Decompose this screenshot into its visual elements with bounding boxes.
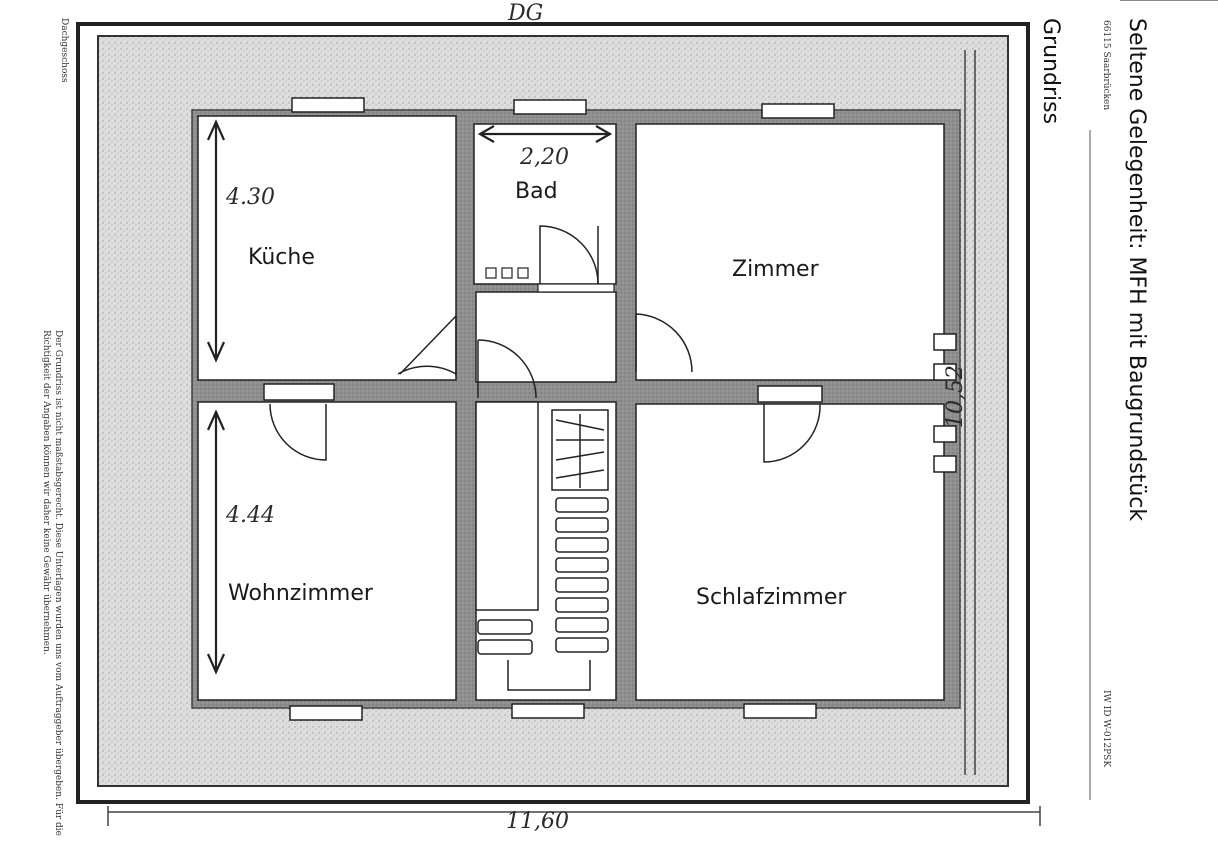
dim-bad: 2,20 (519, 145, 569, 170)
label-wohnzimmer: Wohnzimmer (228, 581, 374, 606)
room-schlafzimmer (635, 403, 945, 701)
label-schlafzimmer: Schlafzimmer (696, 585, 847, 610)
label-kueche: Küche (248, 245, 315, 270)
hallway-upper (475, 291, 617, 383)
window (513, 99, 587, 115)
height-mark: 10,52 (943, 365, 968, 428)
staircase (477, 409, 609, 691)
label-zimmer: Zimmer (732, 257, 820, 282)
location-text: 66115 Saarbrücken (1101, 20, 1111, 110)
room-zimmer (635, 123, 945, 381)
window (743, 703, 817, 719)
hall-left (475, 401, 539, 611)
dim-wohnzimmer: 4.44 (225, 503, 275, 528)
disclaimer-line-1: Der Grundriss ist nicht maßstabsgerecht.… (53, 330, 63, 836)
room-wohnzimmer (197, 401, 457, 701)
top-left-text: Dachgeschoss (59, 18, 69, 83)
document-id: IW ID W-012PSK (1101, 690, 1111, 767)
width-mark: 11,60 (506, 809, 569, 834)
window (291, 97, 365, 113)
disclaimer-line-2: Richtigkeit der Angaben können wir daher… (41, 330, 51, 655)
dimension-arrows (206, 119, 613, 675)
room-kueche (197, 115, 457, 381)
floor-label: DG (507, 1, 543, 26)
window (511, 703, 585, 719)
outer-frame (76, 22, 1030, 804)
document-title: Seltene Gelegenheit: MFH mit Baugrundstü… (1124, 18, 1149, 521)
section-title: Grundriss (1038, 18, 1063, 124)
dim-kueche: 4.30 (225, 185, 275, 210)
window (761, 103, 835, 119)
window (289, 705, 363, 721)
label-bad: Bad (515, 179, 558, 204)
door-swings (269, 225, 821, 463)
